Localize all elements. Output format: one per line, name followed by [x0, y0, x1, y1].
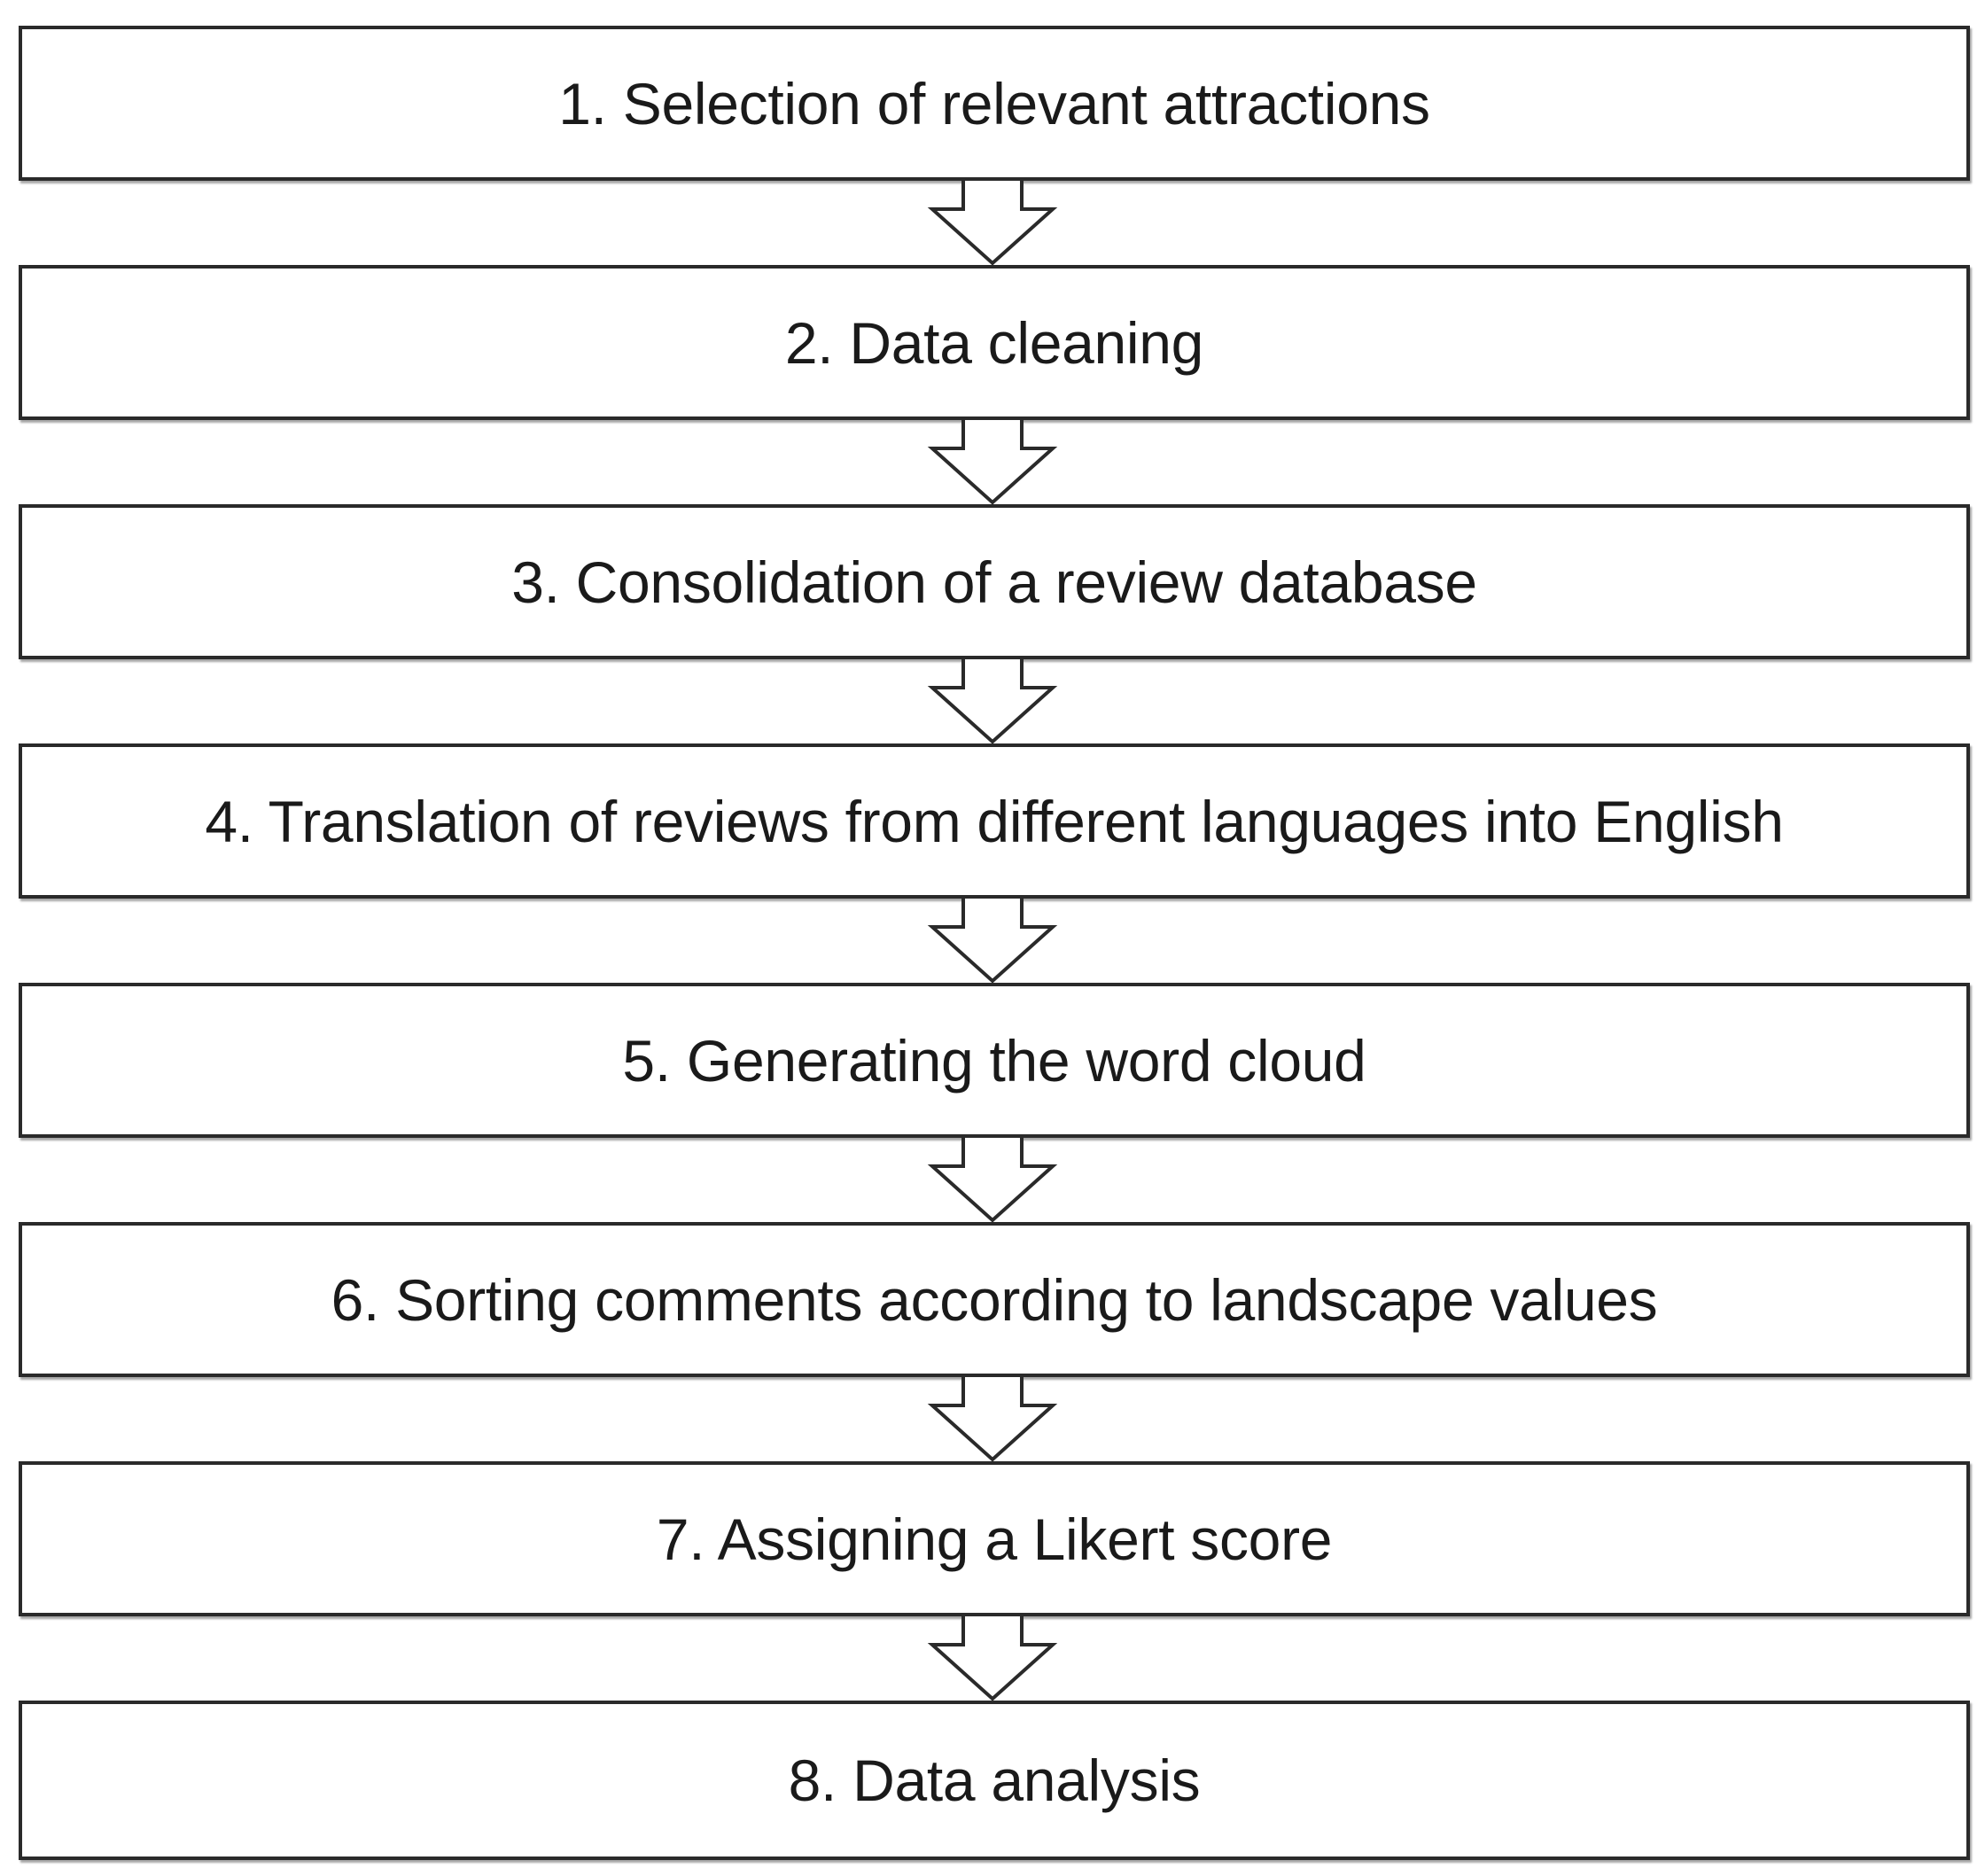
step-1-label: 1. Selection of relevant attractions [558, 70, 1430, 136]
step-3-label: 3. Consolidation of a review database [511, 549, 1477, 615]
step-5-box: 5. Generating the word cloud [19, 983, 1970, 1138]
down-arrow-icon-5 [927, 1138, 1058, 1223]
step-1-box: 1. Selection of relevant attractions [19, 26, 1970, 181]
down-arrow-icon-2 [927, 420, 1058, 505]
step-7-label: 7. Assigning a Likert score [656, 1506, 1333, 1572]
down-arrow-icon-1 [927, 181, 1058, 266]
step-7-box: 7. Assigning a Likert score [19, 1461, 1970, 1616]
step-6-box: 6. Sorting comments according to landsca… [19, 1222, 1970, 1377]
step-2-box: 2. Data cleaning [19, 265, 1970, 420]
down-arrow-icon-7 [927, 1616, 1058, 1701]
down-arrow-icon-4 [927, 899, 1058, 984]
step-8-box: 8. Data analysis [19, 1701, 1970, 1860]
down-arrow-icon-6 [927, 1377, 1058, 1462]
step-5-label: 5. Generating the word cloud [622, 1027, 1366, 1094]
step-8-label: 8. Data analysis [788, 1748, 1201, 1813]
step-2-label: 2. Data cleaning [784, 309, 1204, 376]
step-6-label: 6. Sorting comments according to landsca… [331, 1266, 1658, 1333]
step-3-box: 3. Consolidation of a review database [19, 504, 1970, 659]
step-4-box: 4. Translation of reviews from different… [19, 743, 1970, 899]
step-4-label: 4. Translation of reviews from different… [205, 788, 1784, 854]
down-arrow-icon-3 [927, 659, 1058, 744]
